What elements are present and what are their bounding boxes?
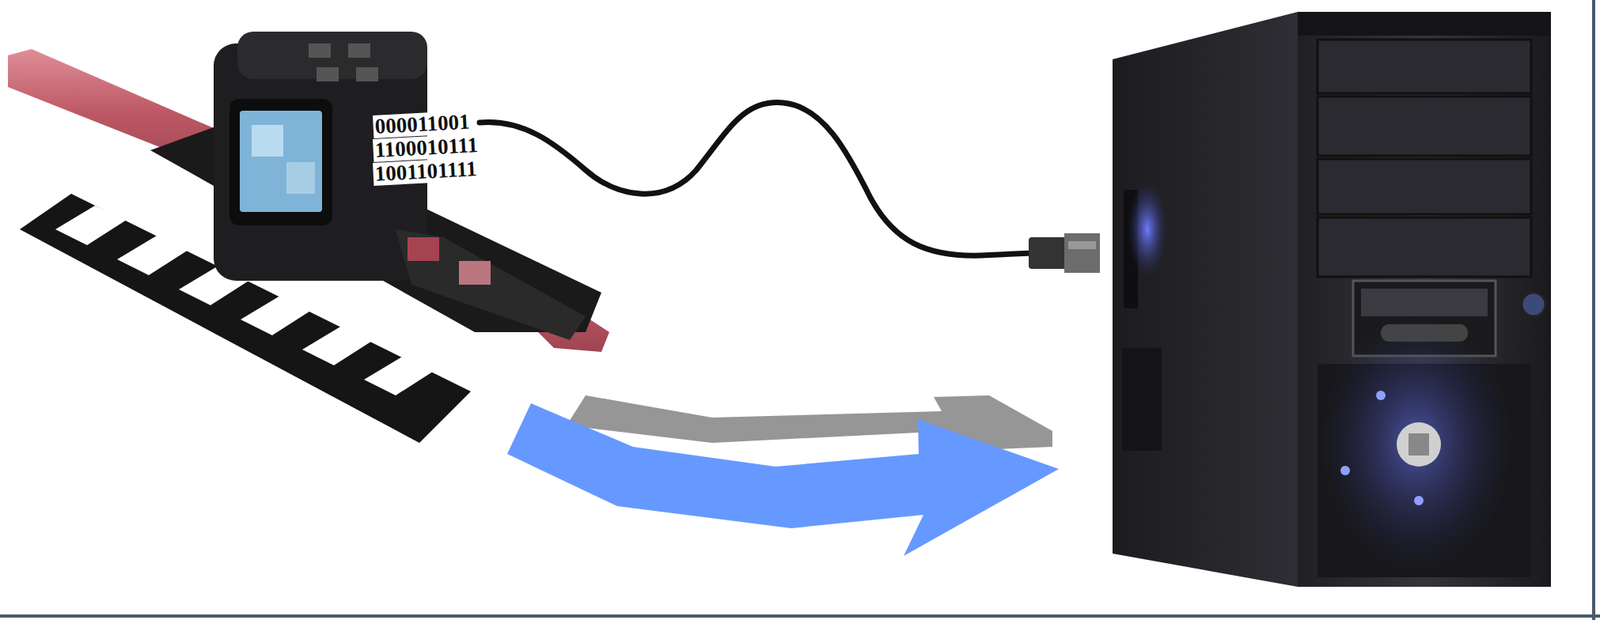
blue-arrow (507, 403, 1059, 557)
usb-plug (1028, 233, 1100, 273)
usb-cable (479, 102, 1033, 257)
computer-tower (1112, 11, 1551, 588)
binary-digits: 1001101111 (372, 157, 479, 186)
frame-bottom (0, 614, 1600, 619)
frame-right (1592, 0, 1596, 620)
film-scanner (150, 31, 602, 341)
